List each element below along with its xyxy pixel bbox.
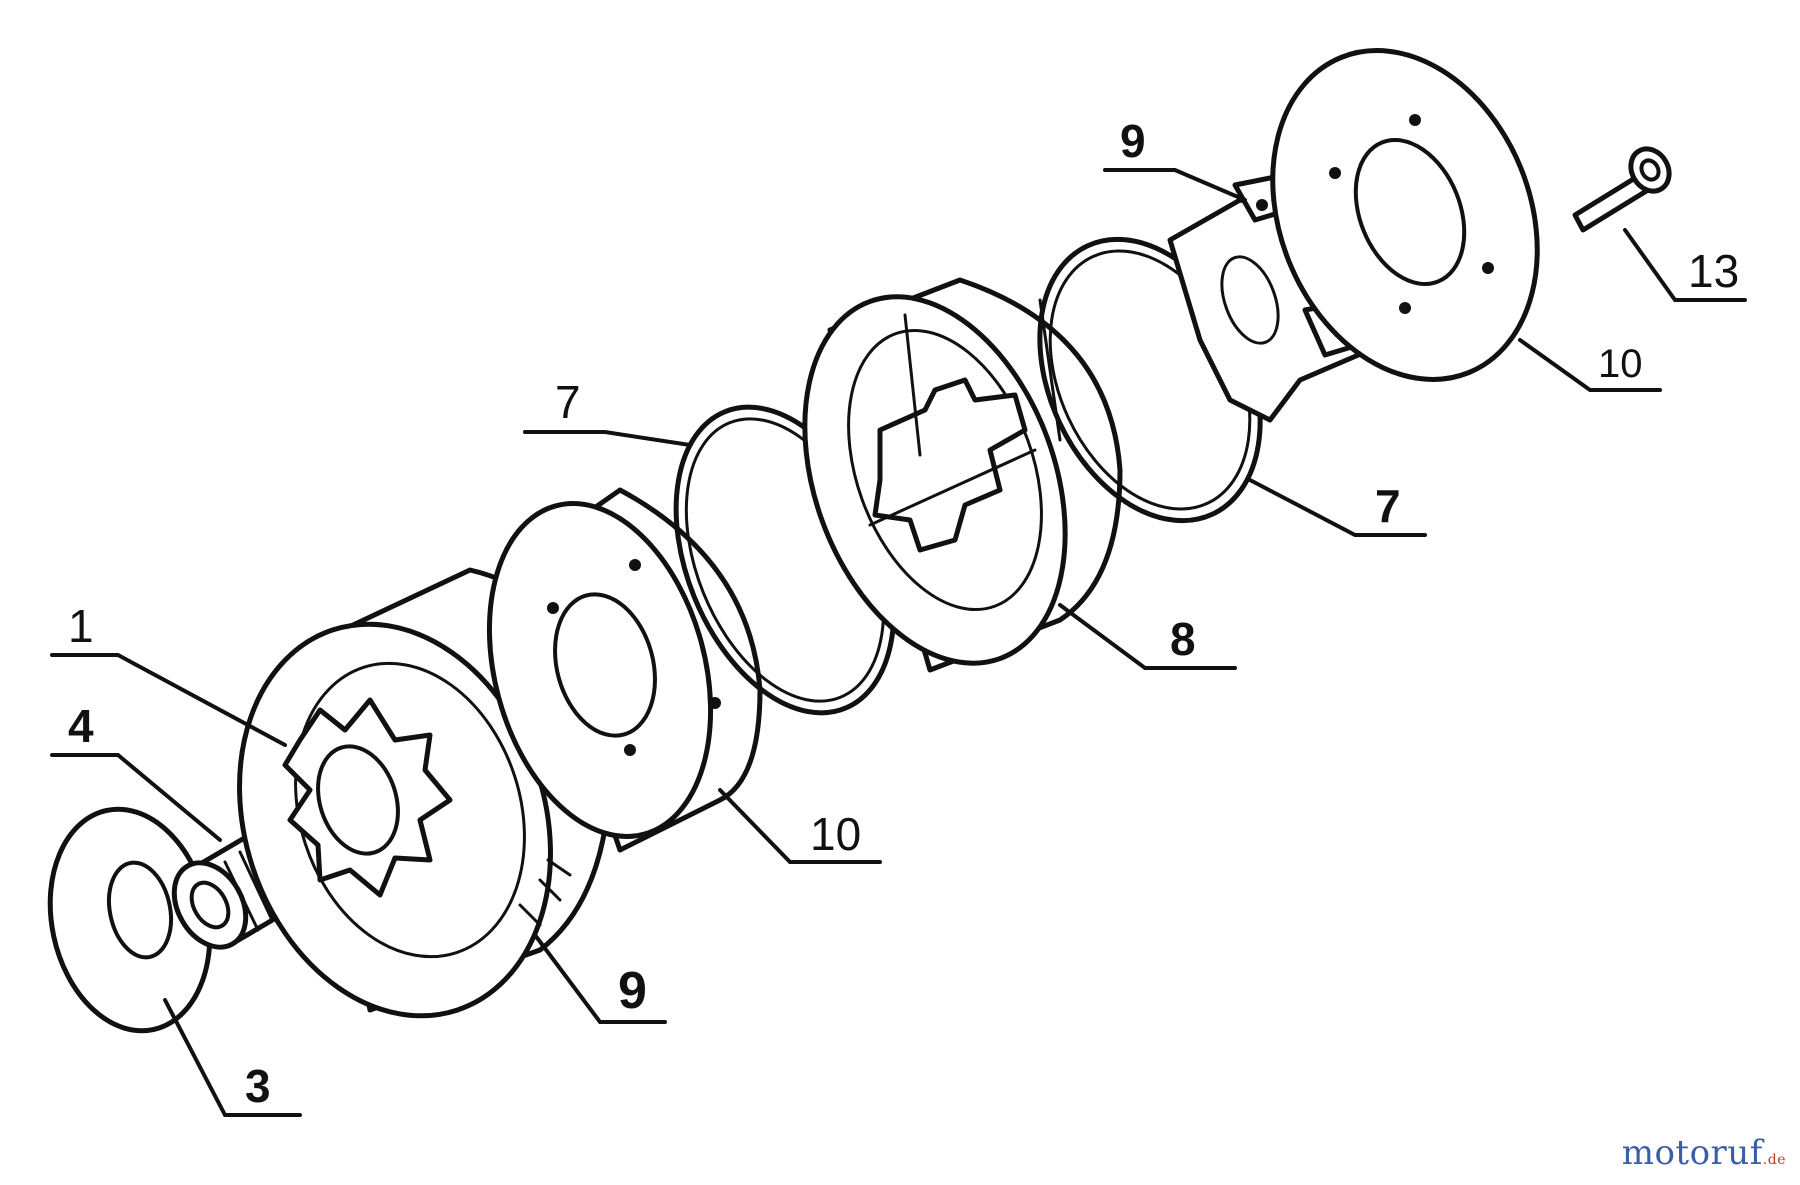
callout-1: 1 (68, 600, 94, 652)
leader-7-top (523, 430, 692, 447)
watermark-logo: motoruf.de (1622, 1133, 1786, 1173)
leader-1 (50, 653, 287, 747)
callout-9-low: 9 (618, 962, 647, 1020)
part-1-sprocket (282, 697, 453, 898)
callout-10-top: 10 (1598, 342, 1643, 386)
callout-13: 13 (1688, 245, 1739, 297)
watermark-brand: motoruf (1621, 1133, 1763, 1173)
leader-10-top (1518, 338, 1662, 392)
leader-8 (1058, 603, 1237, 670)
leader-10-low (718, 788, 882, 864)
part-13-bolt (1572, 146, 1672, 233)
part-8-clutch-shoes (802, 277, 1123, 673)
callout-7-top: 7 (555, 376, 581, 428)
leader-13 (1623, 228, 1747, 302)
callout-labels: 1 4 3 9 10 7 8 7 9 10 13 (68, 115, 1739, 1112)
callout-9-top: 9 (1120, 115, 1146, 167)
leader-7-right (1248, 478, 1427, 537)
leader-9-top (1103, 168, 1247, 202)
leader-9-low (533, 933, 667, 1024)
callout-7-right: 7 (1375, 480, 1401, 532)
part-3-washer (47, 806, 213, 1034)
callout-10-low: 10 (810, 808, 861, 860)
watermark-tld: .de (1762, 1152, 1786, 1168)
leader-3 (163, 998, 302, 1117)
callout-8: 8 (1170, 613, 1196, 665)
callout-4: 4 (68, 700, 94, 752)
callout-3: 3 (245, 1060, 271, 1112)
part-10-back-plate-upper (1270, 48, 1540, 382)
leader-4 (50, 753, 222, 842)
leader-lines (50, 168, 1747, 1117)
